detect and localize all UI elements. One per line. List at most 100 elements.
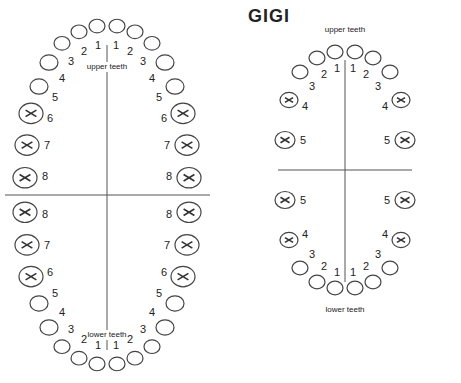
tooth-groove (20, 174, 31, 180)
tooth (30, 79, 48, 94)
tooth-groove (182, 242, 193, 248)
tooth (13, 202, 37, 222)
tooth-number: 8 (42, 209, 48, 220)
tooth (392, 232, 410, 247)
tooth-groove (26, 273, 37, 279)
midline (107, 45, 108, 350)
tooth (347, 281, 363, 295)
tooth-number: 1 (113, 339, 119, 350)
tooth-number: 2 (81, 334, 87, 345)
tooth (177, 202, 201, 222)
tooth-number: 7 (164, 239, 170, 250)
tooth (54, 37, 70, 51)
arch-label: lower teeth (323, 305, 366, 315)
tooth (30, 296, 48, 311)
tooth (365, 275, 381, 289)
tooth-number: 7 (164, 140, 170, 151)
tooth-number: 4 (302, 229, 308, 240)
tooth (144, 340, 160, 354)
tooth (89, 19, 105, 33)
arch-label: upper teeth (323, 25, 367, 35)
tooth (109, 19, 125, 33)
tooth-number: 1 (350, 63, 356, 74)
tooth-number: 5 (384, 135, 390, 146)
tooth-number: 5 (52, 92, 58, 103)
tooth-number: 5 (300, 195, 306, 206)
tooth (382, 261, 398, 275)
tooth-number: 4 (302, 101, 308, 112)
tooth-number: 6 (47, 113, 53, 124)
tooth (382, 65, 398, 79)
tooth-number: 2 (127, 46, 133, 57)
tooth-groove (182, 142, 193, 148)
tooth-number: 3 (140, 324, 146, 335)
tooth (144, 37, 160, 51)
tooth (327, 45, 343, 59)
tooth (292, 65, 308, 79)
tooth-number: 2 (127, 334, 133, 345)
tooth (89, 357, 105, 371)
tooth-groove (397, 98, 405, 103)
tooth (13, 168, 37, 188)
tooth-groove (22, 142, 33, 148)
tooth (275, 132, 295, 149)
tooth (280, 232, 298, 247)
tooth-number: 4 (59, 307, 65, 318)
tooth (395, 192, 415, 209)
tooth (54, 340, 70, 354)
midline (345, 60, 346, 282)
tooth (127, 25, 143, 39)
tooth-groove (178, 110, 189, 116)
tooth-number: 1 (113, 40, 119, 51)
tooth-number: 7 (44, 239, 50, 250)
tooth-groove (184, 174, 195, 180)
tooth-number: 3 (140, 55, 146, 66)
tooth-groove (26, 110, 37, 116)
tooth (40, 55, 58, 70)
tooth-number: 3 (375, 81, 381, 92)
tooth-number: 8 (42, 170, 48, 181)
tooth-number: 4 (149, 72, 155, 83)
tooth-number: 5 (52, 287, 58, 298)
tooth (175, 135, 199, 155)
tooth-number: 1 (334, 267, 340, 278)
tooth (71, 351, 87, 365)
tooth-groove (281, 197, 290, 202)
arch-label: upper teeth (85, 62, 129, 72)
tooth-number: 8 (166, 209, 172, 220)
tooth-number: 5 (384, 195, 390, 206)
tooth (156, 55, 174, 70)
tooth-number: 2 (321, 261, 327, 272)
tooth-number: 4 (382, 229, 388, 240)
tooth (177, 168, 201, 188)
tooth (280, 92, 298, 107)
tooth-number: 1 (95, 40, 101, 51)
tooth-number: 2 (363, 69, 369, 80)
tooth-number: 6 (47, 266, 53, 277)
title: GIGI (248, 6, 290, 27)
tooth-number: 1 (95, 339, 101, 350)
tooth-number: 2 (81, 46, 87, 57)
tooth (309, 275, 325, 289)
tooth (15, 235, 39, 255)
tooth-groove (20, 209, 31, 215)
tooth (156, 320, 174, 335)
tooth-groove (401, 197, 410, 202)
tooth (275, 192, 295, 209)
tooth (327, 281, 343, 295)
arch-label: lower teeth (85, 330, 128, 340)
tooth-number: 4 (149, 307, 155, 318)
tooth-number: 3 (68, 324, 74, 335)
tooth-number: 3 (68, 55, 74, 66)
tooth-groove (281, 137, 290, 142)
tooth-number: 6 (161, 266, 167, 277)
tooth-number: 1 (350, 267, 356, 278)
tooth (171, 266, 195, 286)
tooth (166, 296, 184, 311)
tooth-groove (178, 273, 189, 279)
tooth (395, 132, 415, 149)
tooth-groove (401, 137, 410, 142)
tooth-groove (22, 242, 33, 248)
tooth (292, 261, 308, 275)
tooth (40, 320, 58, 335)
